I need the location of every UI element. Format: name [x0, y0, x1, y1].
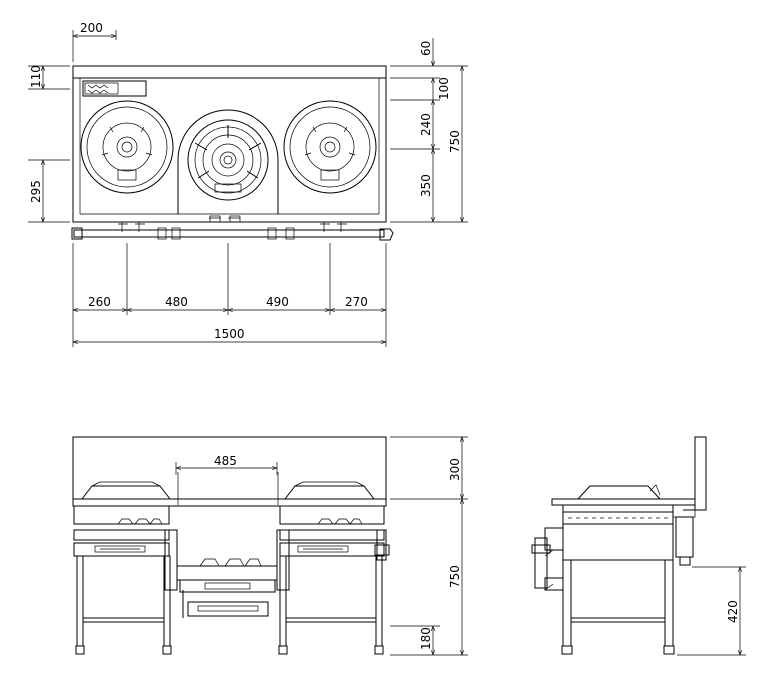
dim-110: 110	[29, 65, 43, 88]
dim-420: 420	[726, 600, 740, 623]
side-dimensions: 420	[677, 566, 746, 656]
right-burner	[283, 100, 377, 194]
gas-pipe	[71, 215, 394, 241]
dim-750-front: 750	[448, 565, 462, 588]
dim-490: 490	[266, 295, 289, 309]
dim-240: 240	[419, 113, 433, 136]
dim-295: 295	[29, 180, 43, 203]
plan-dimensions: 200 110 295 60 100 240 350 750	[28, 21, 468, 347]
dim-480: 480	[165, 295, 188, 309]
dim-300: 300	[448, 458, 462, 481]
dim-270: 270	[345, 295, 368, 309]
dim-180: 180	[419, 627, 433, 650]
front-view	[72, 436, 390, 655]
dim-750-plan: 750	[448, 130, 462, 153]
dim-100: 100	[437, 77, 451, 100]
front-dimensions: 485 300 750 180	[175, 436, 468, 656]
dim-60: 60	[419, 41, 433, 56]
control-panel	[82, 80, 147, 97]
dim-1500: 1500	[214, 327, 245, 341]
dim-260: 260	[88, 295, 111, 309]
dim-200: 200	[80, 21, 103, 35]
dim-485: 485	[214, 454, 237, 468]
plan-view	[71, 65, 394, 241]
left-burner	[80, 100, 174, 194]
dim-350: 350	[419, 174, 433, 197]
side-view	[531, 436, 707, 655]
legs	[75, 555, 384, 655]
center-burner	[177, 109, 279, 214]
